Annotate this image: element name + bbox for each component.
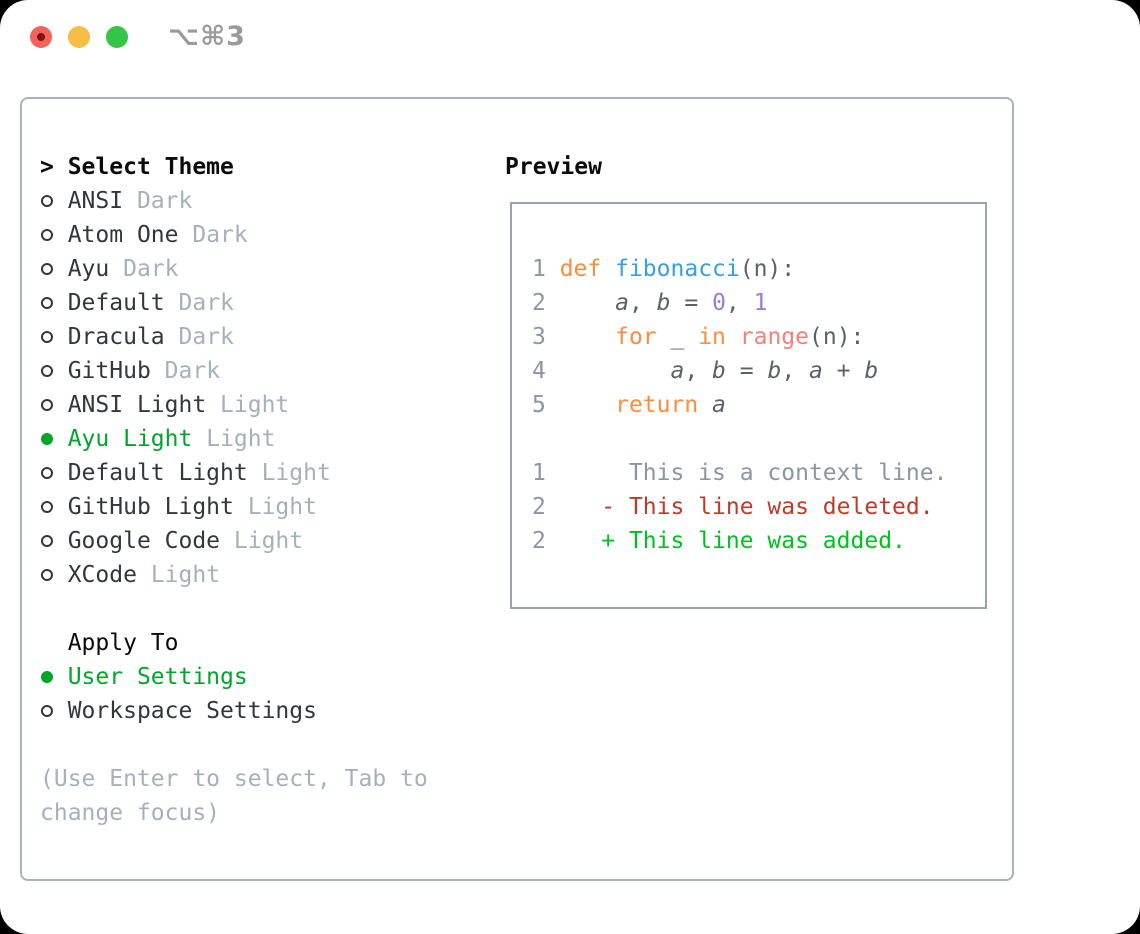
radio-unselected-icon <box>40 490 54 524</box>
theme-option[interactable]: Ayu Dark <box>40 252 428 286</box>
code-line: 2 - This line was deleted. <box>532 494 934 520</box>
apply-to-name: Workspace Settings <box>67 698 317 724</box>
theme-selector-panel: > Select Theme ANSI Dark Atom One Dark A… <box>20 97 1014 881</box>
apply-to-name: User Settings <box>67 664 248 690</box>
hint-text: change focus) <box>40 800 221 826</box>
apply-to-option[interactable]: Workspace Settings <box>40 694 428 728</box>
theme-name: Dracula <box>67 324 165 350</box>
theme-option[interactable]: XCode Light <box>40 558 428 592</box>
code-line: 5 return a <box>532 392 726 418</box>
code-line: 3 for _ in range(n): <box>532 324 865 350</box>
theme-variant-tag: Dark <box>178 324 234 350</box>
theme-option[interactable]: Ayu Light Light <box>40 422 428 456</box>
theme-option[interactable]: GitHub Dark <box>40 354 428 388</box>
radio-unselected-icon <box>40 354 54 388</box>
theme-name: Ayu <box>67 256 110 282</box>
theme-variant-tag: Dark <box>164 358 221 384</box>
theme-option[interactable]: Dracula Dark <box>40 320 428 354</box>
theme-name: Google Code <box>67 528 221 554</box>
radio-unselected-icon <box>40 252 54 286</box>
preview-heading: Preview <box>505 154 602 180</box>
radio-unselected-icon <box>40 694 54 728</box>
radio-unselected-icon <box>40 320 54 354</box>
theme-name: Default Light <box>67 460 248 486</box>
theme-name: GitHub <box>67 358 151 384</box>
radio-selected-icon <box>40 422 54 456</box>
code-line: 1 def fibonacci(n): <box>532 256 796 282</box>
theme-name: ANSI Light <box>67 392 207 418</box>
preview-box: 1 def fibonacci(n): 2 a, b = 0, 1 3 for _ … <box>510 202 987 609</box>
theme-list-header: > Select Theme <box>40 150 428 184</box>
theme-option[interactable]: Default Light Light <box>40 456 428 490</box>
radio-unselected-icon <box>40 388 54 422</box>
code-line: 2 + This line was added. <box>532 528 906 554</box>
title-bar: ⌥⌘3 <box>0 0 1140 74</box>
theme-name: Ayu Light <box>67 426 193 452</box>
code-blank-line <box>532 422 985 456</box>
theme-name: XCode <box>67 562 137 588</box>
theme-variant-tag: Dark <box>178 290 234 316</box>
theme-list-column: > Select Theme ANSI Dark Atom One Dark A… <box>40 150 428 830</box>
theme-name: ANSI <box>67 188 124 214</box>
theme-option[interactable]: Default Dark <box>40 286 428 320</box>
radio-unselected-icon <box>40 456 54 490</box>
theme-list-title: Select Theme <box>67 154 234 180</box>
hint-text: (Use Enter to select, Tab to <box>40 766 428 792</box>
keyboard-hint: (Use Enter to select, Tab to <box>40 762 428 796</box>
unsaved-dot-icon <box>37 33 45 41</box>
theme-option[interactable]: Google Code Light <box>40 524 428 558</box>
keyboard-hint: change focus) <box>40 796 428 830</box>
theme-option[interactable]: GitHub Light Light <box>40 490 428 524</box>
radio-selected-icon <box>40 660 54 694</box>
theme-name: Atom One <box>67 222 179 248</box>
theme-name: Default <box>67 290 165 316</box>
theme-variant-tag: Light <box>233 528 304 554</box>
theme-option[interactable]: ANSI Dark <box>40 184 428 218</box>
theme-variant-tag: Dark <box>192 222 248 248</box>
theme-variant-tag: Light <box>150 562 221 588</box>
apply-to-title: Apply To <box>67 630 179 656</box>
window-title: ⌥⌘3 <box>168 21 246 52</box>
code-line: 4 a, b = b, a + b <box>532 358 879 384</box>
minimize-button[interactable] <box>68 26 90 48</box>
pointer-icon: > <box>40 154 54 180</box>
radio-unselected-icon <box>40 524 54 558</box>
radio-unselected-icon <box>40 218 54 252</box>
theme-option[interactable]: ANSI Light Light <box>40 388 428 422</box>
apply-to-option[interactable]: User Settings <box>40 660 428 694</box>
theme-variant-tag: Dark <box>123 256 179 282</box>
code-line: 2 a, b = 0, 1 <box>532 290 768 316</box>
code-line: 1 This is a context line. <box>532 460 948 486</box>
theme-variant-tag: Light <box>261 460 331 486</box>
code-preview: 1 def fibonacci(n): 2 a, b = 0, 1 3 for _ … <box>532 252 985 558</box>
radio-unselected-icon <box>40 286 54 320</box>
radio-unselected-icon <box>40 184 54 218</box>
theme-name: GitHub Light <box>67 494 234 520</box>
zoom-button[interactable] <box>106 26 128 48</box>
theme-variant-tag: Light <box>220 392 290 418</box>
spacer-row <box>40 728 428 762</box>
theme-variant-tag: Dark <box>136 188 193 214</box>
radio-unselected-icon <box>40 558 54 592</box>
theme-variant-tag: Light <box>247 494 317 520</box>
close-button[interactable] <box>30 26 52 48</box>
theme-option[interactable]: Atom One Dark <box>40 218 428 252</box>
spacer-row <box>40 592 428 626</box>
apply-to-header: Apply To <box>40 626 428 660</box>
theme-variant-tag: Light <box>206 426 276 452</box>
